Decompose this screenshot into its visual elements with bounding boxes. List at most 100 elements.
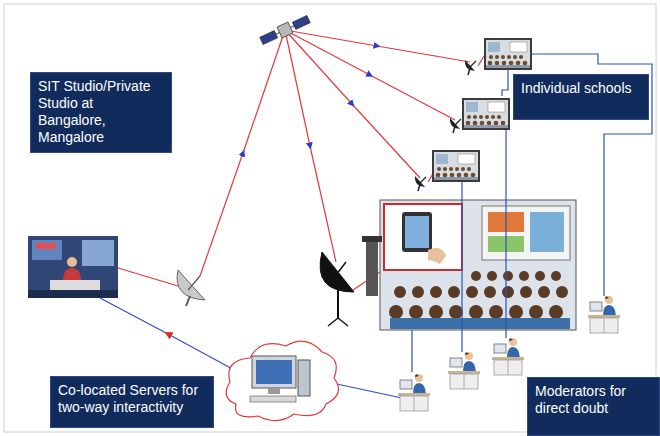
frame (4, 4, 656, 432)
classroom-picture (509, 305, 523, 319)
receiver-dish (337, 288, 339, 318)
classroom-picture (529, 305, 543, 319)
classroom-picture (502, 286, 514, 298)
studio-picture (82, 240, 114, 266)
server-cloud (298, 360, 310, 396)
classroom-picture (503, 271, 513, 281)
classroom-picture (430, 286, 442, 298)
classroom-picture (469, 305, 483, 319)
classroom-picture (471, 271, 481, 281)
satellite-link (285, 30, 420, 178)
box-label: Co-located Servers for two-way interacti… (58, 382, 206, 416)
studio-picture (67, 257, 77, 267)
classroom-picture (466, 286, 478, 298)
school-picture (432, 150, 480, 182)
classroom-picture (448, 286, 460, 298)
uplink-dish (177, 270, 205, 300)
classroom-picture (519, 271, 529, 281)
receiver-dish (338, 318, 348, 326)
classroom-picture (489, 305, 503, 319)
interaction-line (461, 182, 462, 352)
box-label: Individual schools (521, 80, 641, 97)
classroom-picture (389, 305, 403, 319)
uplink-dish (177, 270, 205, 306)
satellite-icon (277, 22, 293, 38)
satellite-icon (292, 15, 310, 29)
satellite-link (285, 30, 455, 120)
receiver-dish (320, 252, 354, 326)
label-box: Co-located Servers for two-way interacti… (50, 376, 214, 428)
school-picture (484, 38, 532, 70)
classroom-picture (538, 286, 550, 298)
studio-picture (28, 236, 118, 298)
server-cloud (252, 356, 296, 388)
satellite-link (285, 30, 470, 62)
satellite-link (118, 30, 484, 292)
studio-picture (28, 236, 118, 298)
classroom-picture (429, 305, 443, 319)
interaction-line (100, 298, 238, 372)
receiver-dish (320, 252, 354, 292)
server-cloud (226, 341, 338, 420)
box-label: Moderators for direct doubt (535, 383, 652, 417)
interaction-line (100, 54, 652, 398)
classroom-picture (428, 248, 446, 264)
classroom-picture (362, 200, 576, 330)
studio-picture (63, 268, 81, 282)
classroom-picture (402, 212, 432, 252)
receiver-dish (328, 318, 338, 326)
classroom-picture (366, 240, 378, 296)
classroom-picture (530, 212, 564, 252)
classroom-picture (384, 204, 462, 270)
server-cloud (268, 388, 280, 394)
moderator-figure (398, 374, 430, 411)
interaction-line (411, 330, 412, 372)
classroom-picture (535, 271, 545, 281)
satellite-link (200, 30, 285, 276)
studio-picture (50, 280, 100, 290)
server-cloud (250, 396, 296, 402)
server-cloud (256, 360, 292, 384)
interaction-line (502, 70, 508, 96)
satellite-link (118, 268, 178, 286)
receiver-dish (333, 262, 346, 279)
studio-picture (32, 240, 62, 260)
classroom-picture (405, 216, 429, 248)
classroom-picture (412, 286, 424, 298)
classroom-picture (549, 305, 563, 319)
classroom-picture (390, 318, 570, 329)
classroom-picture (484, 286, 496, 298)
school-picture (462, 98, 510, 130)
classroom-picture (389, 271, 568, 319)
classroom-picture (551, 271, 561, 281)
classroom-picture (556, 286, 568, 298)
school-dish (450, 118, 461, 133)
moderator-figure (588, 296, 620, 333)
moderator-figure (492, 338, 524, 375)
classroom-picture (449, 305, 463, 319)
satellite-icon (259, 14, 311, 47)
classroom-picture (487, 271, 497, 281)
school-dish (415, 176, 426, 191)
classroom-picture (394, 286, 406, 298)
classroom-picture (390, 318, 570, 329)
classroom-picture (482, 206, 570, 260)
label-box: Individual schools (513, 74, 649, 120)
interaction-line (505, 130, 506, 338)
studio-picture (36, 243, 56, 249)
satellite-icon (260, 31, 278, 45)
classroom-picture (362, 236, 382, 242)
server-cloud (226, 341, 338, 420)
classroom-picture (520, 286, 532, 298)
uplink-dish (188, 276, 200, 290)
label-box: SIT Studio/Private Studio at Bangalore, … (30, 72, 172, 153)
satellite-link (285, 30, 336, 262)
satellite-link (478, 56, 484, 66)
classroom-picture (409, 305, 423, 319)
school-dish (465, 60, 476, 75)
moderator-figure (448, 352, 480, 389)
box-label: SIT Studio/Private Studio at Bangalore, … (38, 78, 164, 146)
